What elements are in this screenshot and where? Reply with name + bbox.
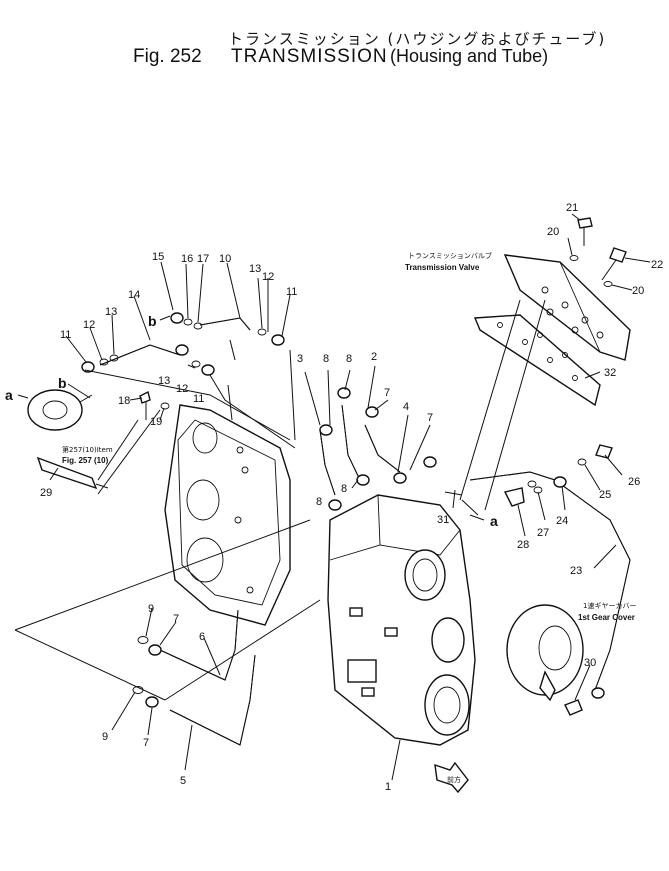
part-number: 12 <box>176 383 188 395</box>
valve-bolts <box>569 217 627 287</box>
part-number: 20 <box>632 285 644 297</box>
part-number: 20 <box>547 226 559 238</box>
part-number: 22 <box>651 259 663 271</box>
part-number: 3 <box>297 353 303 365</box>
part-number: 7 <box>173 613 179 625</box>
part-number: 7 <box>384 387 390 399</box>
gear-cover-label: 1st Gear Cover <box>578 613 635 622</box>
part-number: 9 <box>148 603 154 615</box>
part-number: 7 <box>143 737 149 749</box>
figure-label: Fig. 252 <box>133 46 202 67</box>
part-number: 29 <box>40 487 52 499</box>
part-number: 31 <box>437 514 449 526</box>
part-number: 30 <box>584 657 596 669</box>
part-number: 8 <box>346 353 352 365</box>
reference-letters: a b b a <box>5 313 498 529</box>
flange-part <box>27 389 93 431</box>
tubes <box>99 317 631 746</box>
part-number: 11 <box>60 329 71 341</box>
part-number: 21 <box>566 202 578 214</box>
transmission-valve-label: Transmission Valve <box>405 263 480 272</box>
part-number: 11 <box>193 393 204 405</box>
part-number: 4 <box>403 401 409 413</box>
part-number: 26 <box>628 476 640 488</box>
part-number: 32 <box>604 367 616 379</box>
front-arrow-label: 前方 <box>447 775 461 784</box>
part-number: 19 <box>150 416 162 428</box>
first-gear-cover <box>506 604 584 702</box>
reference-letter: b <box>58 375 67 391</box>
part-number-labels: 15 16 17 10 13 12 11 14 11 12 13 13 12 1… <box>40 202 663 793</box>
part-number: 8 <box>316 496 322 508</box>
part-number: 9 <box>102 731 108 743</box>
page-subtitle: (Housing and Tube) <box>390 46 549 66</box>
part-number: 8 <box>323 353 329 365</box>
part-number: 2 <box>371 351 377 363</box>
front-direction-arrow: 前方 <box>434 761 469 794</box>
part-number: 5 <box>180 775 186 787</box>
reference-letter: a <box>5 387 13 403</box>
part-number: 11 <box>286 286 297 298</box>
housing-cover <box>164 404 291 626</box>
page-title: TRANSMISSION <box>231 46 388 67</box>
part-number: 12 <box>262 271 274 283</box>
part-number: 23 <box>570 565 582 577</box>
reference-label-jp: 第257(10)Item <box>62 445 113 454</box>
leader-lines <box>14 213 651 781</box>
part-number: 13 <box>249 263 261 275</box>
part-number: 17 <box>197 253 209 265</box>
part-number: 6 <box>199 631 205 643</box>
part-number: 27 <box>537 527 549 539</box>
part-number: 24 <box>556 515 568 527</box>
valve-gasket <box>473 314 601 407</box>
transmission-valve <box>503 254 631 361</box>
part-number: 12 <box>83 319 95 331</box>
part-number: 8 <box>341 483 347 495</box>
gear-cover-label-jp: 1速ギヤーカバー <box>583 602 636 610</box>
part-number: 1 <box>385 781 391 793</box>
part-number: 15 <box>152 251 164 263</box>
part-number: 14 <box>128 289 140 301</box>
transmission-housing <box>327 494 476 746</box>
reference-letter: b <box>148 313 157 329</box>
part-number: 16 <box>181 253 193 265</box>
item-29-part <box>36 456 109 490</box>
reference-label: Fig. 257 (10) <box>62 456 109 465</box>
reference-letter: a <box>490 513 498 529</box>
transmission-valve-label-jp: トランスミッションバルブ <box>408 251 492 260</box>
part-number: 10 <box>219 253 231 265</box>
part-number: 13 <box>105 306 117 318</box>
part-number: 28 <box>517 539 529 551</box>
part-number: 13 <box>158 375 170 387</box>
part-number: 18 <box>118 395 130 407</box>
part-number: 7 <box>427 412 433 424</box>
japanese-title: トランスミッション (ハウジングおよびチューブ) <box>228 30 607 48</box>
part-number: 25 <box>599 489 611 501</box>
